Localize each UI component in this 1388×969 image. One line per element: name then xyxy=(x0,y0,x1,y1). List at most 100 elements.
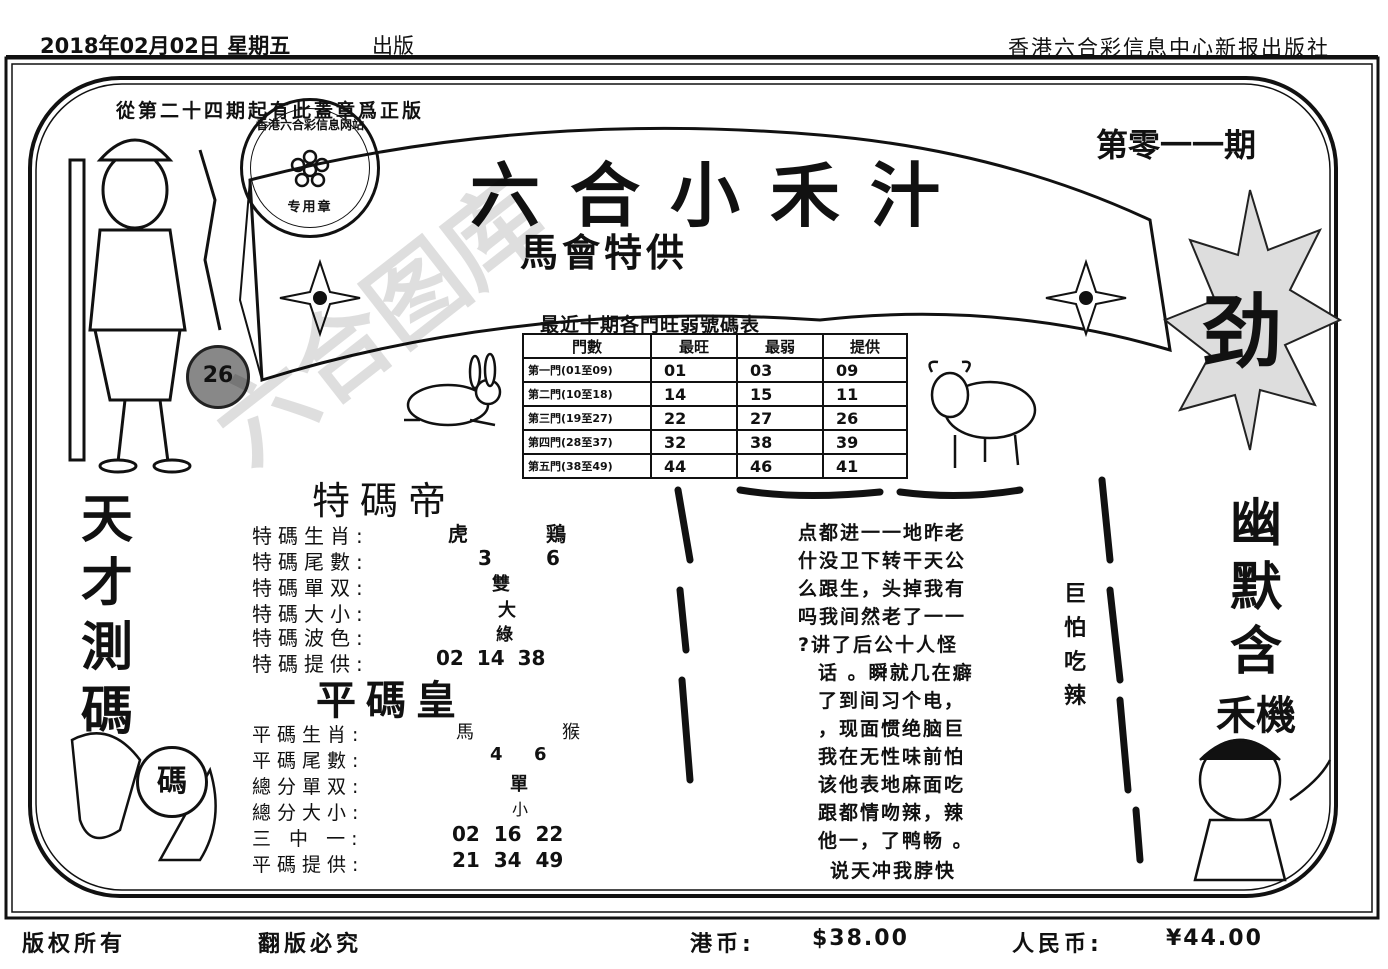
lottery-ball-number: 26 xyxy=(202,363,234,388)
ping-tail-label: 平碼尾數: xyxy=(252,750,365,772)
te-zodiac-2: 鶏 xyxy=(546,522,566,546)
print-date: 2018年02月02日 星期五 xyxy=(40,34,291,58)
te-tail-2: 6 xyxy=(546,546,560,570)
table-row: 第一門(01至09) 01 03 09 xyxy=(522,357,908,383)
ping-zodiac-label: 平碼生肖: xyxy=(252,724,365,746)
ping-sum-odd-even-label: 總分單双: xyxy=(252,776,365,798)
poem-line: 吗我间然老了一一 xyxy=(798,606,967,628)
table-cell: 01 xyxy=(650,357,738,383)
ping-offer-label: 平碼提供: xyxy=(252,854,365,876)
table-cell: 39 xyxy=(822,429,908,455)
table-cell: 14 xyxy=(650,381,738,407)
left-vertical-char: 才 xyxy=(80,553,133,614)
table-cell: 第四門(28至37) xyxy=(522,429,652,455)
table-cell: 27 xyxy=(736,405,824,431)
poem-line: 说天冲我脖快 xyxy=(830,860,957,882)
te-ma-heading: 特碼帝 xyxy=(312,479,457,523)
right-vertical-title: 幽 默 含 禾機 xyxy=(1186,492,1326,748)
poem-line: 么跟生，头掉我有 xyxy=(798,578,967,600)
ping-three-one: 02 16 22 xyxy=(452,822,564,846)
table-header: 最旺 xyxy=(650,333,738,359)
table-cell: 11 xyxy=(822,381,908,407)
left-vertical-char: 碼 xyxy=(80,681,133,742)
table-cell: 44 xyxy=(650,453,738,479)
table-cell: 03 xyxy=(736,357,824,383)
te-odd-even-label: 特碼單双: xyxy=(252,576,369,600)
number-table: 門數 最旺 最弱 提供 第一門(01至09) 01 03 09 第二門(10至1… xyxy=(522,333,908,479)
table-cell: 第五門(38至49) xyxy=(522,453,652,479)
table-cell: 第三門(19至27) xyxy=(522,405,652,431)
left-vertical-char: 天 xyxy=(80,489,133,550)
te-wave-label: 特碼波色: xyxy=(252,626,369,650)
ping-offer: 21 34 49 xyxy=(452,848,564,872)
ping-sum-size: 小 xyxy=(512,800,529,819)
lottery-ball-icon xyxy=(186,345,250,409)
hk-price-value: $38.00 xyxy=(812,926,909,951)
issue-number: 第零一一期 xyxy=(1096,126,1257,164)
ping-ma-heading: 平碼皇 xyxy=(316,677,466,724)
ping-zodiac-2: 猴 xyxy=(562,722,580,743)
table-cell: 15 xyxy=(736,381,824,407)
ping-three-one-label: 三 中 一: xyxy=(252,828,364,850)
ping-tail-2: 6 xyxy=(534,744,547,765)
rmb-price-label: 人民币: xyxy=(1012,932,1103,957)
ox-icon xyxy=(928,360,1037,468)
poem-line: 点都进一一地昨老 xyxy=(798,522,967,544)
rabbit-icon xyxy=(404,352,502,427)
official-stamp xyxy=(240,98,380,238)
table-title: 最近十期各門旺弱號碼表 xyxy=(540,314,761,336)
stamp-flower-icon xyxy=(290,149,330,188)
table-cell: 09 xyxy=(822,357,908,383)
table-row: 第二門(10至18) 14 15 11 xyxy=(522,381,908,407)
right-vertical-char: 幽 xyxy=(1229,494,1282,554)
te-offer-label: 特碼提供: xyxy=(252,652,369,676)
table-row: 第五門(38至49) 44 46 41 xyxy=(522,453,908,479)
poem-line: 该他表地麻面吃 xyxy=(818,774,966,796)
table-header: 提供 xyxy=(822,333,908,359)
te-tail-1: 3 xyxy=(478,546,492,570)
te-zodiac-1: 虎 xyxy=(448,522,468,546)
ma-badge: 碼 xyxy=(136,746,208,818)
copyright-text: 版权所有 xyxy=(22,932,127,957)
te-size-label: 特碼大小: xyxy=(252,602,369,626)
ping-sum-odd-even: 單 xyxy=(510,774,528,795)
table-cell: 32 xyxy=(650,429,738,455)
hk-price-label: 港币: xyxy=(690,932,755,957)
ping-sum-size-label: 總分大小: xyxy=(252,802,365,824)
te-tail-label: 特碼尾數: xyxy=(252,550,369,574)
te-offer: 02 14 38 xyxy=(436,646,546,670)
right-vertical-char: 禾機 xyxy=(1216,693,1296,739)
poem-line: 什没卫下转干天公 xyxy=(798,550,967,572)
banner-title: 六合小禾汁 xyxy=(470,154,970,237)
right-vertical-char: 默 xyxy=(1229,558,1282,618)
table-cell: 22 xyxy=(650,405,738,431)
table-header: 最弱 xyxy=(736,333,824,359)
published-label: 出版 xyxy=(372,34,414,58)
right-vertical-char: 含 xyxy=(1229,622,1282,682)
pirate-figure-icon xyxy=(1193,738,1332,882)
piracy-warning: 翻版必究 xyxy=(258,932,363,957)
left-vertical-char: 測 xyxy=(80,617,133,678)
table-cell: 46 xyxy=(736,453,824,479)
starburst-shape xyxy=(1163,189,1343,451)
poem-line: 我在无性味前怕 xyxy=(818,746,966,768)
decor-strokes xyxy=(674,476,1144,864)
burst-character: 劲 xyxy=(1202,285,1282,379)
poem-line: ，现面惯绝脑巨 xyxy=(818,718,966,740)
poem-line: 话 。瞬就几在癖 xyxy=(818,662,974,684)
table-header-row: 門數 最旺 最弱 提供 xyxy=(522,333,908,359)
table-cell: 41 xyxy=(822,453,908,479)
te-size: 大 xyxy=(498,600,516,621)
ping-tail-1: 4 xyxy=(490,744,503,765)
poem-line: 他一，了鸭畅 。 xyxy=(818,830,974,852)
left-vertical-title: 天 才 測 碼 xyxy=(52,488,162,744)
stamp-ring-text: 香港六合彩信息网站 xyxy=(255,118,364,132)
publisher-name: 香港六合彩信息中心新报出版社 xyxy=(1008,36,1330,60)
te-zodiac-label: 特碼生肖: xyxy=(252,524,369,548)
stamp-center-text: 专用章 xyxy=(287,200,333,215)
poem-line: 跟都情吻辣，辣 xyxy=(818,802,966,824)
table-cell: 第二門(10至18) xyxy=(522,381,652,407)
table-cell: 26 xyxy=(822,405,908,431)
table-row: 第四門(28至37) 32 38 39 xyxy=(522,429,908,455)
